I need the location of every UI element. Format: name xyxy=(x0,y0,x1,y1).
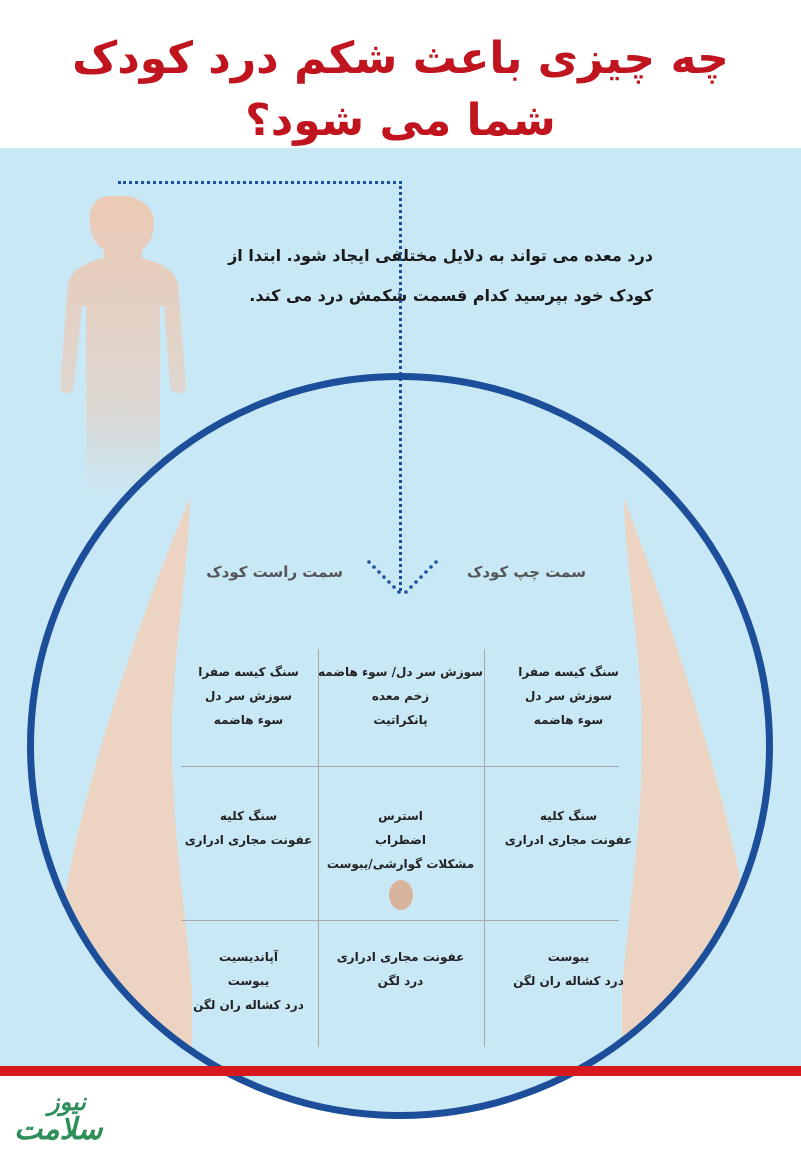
intro-line-2: کودک خود بپرسید کدام قسمت شکمش درد می کن… xyxy=(249,286,653,305)
logo-top-text: نیوز xyxy=(48,1088,86,1116)
cell-text: درد کشاله ران لگن xyxy=(513,974,624,988)
cell-text: زخم معده xyxy=(371,689,430,703)
cell-text: یبوست xyxy=(227,974,270,988)
cell-text: سوزش سر دل/ سوء هاضمه xyxy=(318,665,483,679)
cell-upper-right-of-child: سنگ کیسه صفرا سوزش سر دل سوء هاضمه xyxy=(166,660,331,732)
child-silhouette-icon xyxy=(59,196,186,496)
arrow-down-icon xyxy=(367,560,438,594)
cell-text: عفونت مجاری ادراری xyxy=(336,950,465,964)
cell-text: عفونت مجاری ادراری xyxy=(504,833,633,847)
cell-text: سوزش سر دل xyxy=(205,689,292,703)
cell-text: سنگ کلیه xyxy=(219,809,278,823)
cell-text: سوزش سر دل xyxy=(525,689,612,703)
cell-text: مشکلات گوارشی/یبوست xyxy=(326,857,475,871)
torso-shape xyxy=(34,498,766,1112)
label-right-of-child: سمت راست کودک xyxy=(206,563,343,581)
cell-lower-middle: عفونت مجاری ادراری درد لگن xyxy=(318,945,483,993)
cell-text: عفونت مجاری ادراری xyxy=(184,833,313,847)
grid-line-h2 xyxy=(181,920,619,921)
grid-line-v1 xyxy=(318,649,319,1047)
cell-upper-middle: سوزش سر دل/ سوء هاضمه زخم معده پانکراتیت xyxy=(318,660,483,732)
cell-mid-right-of-child: سنگ کلیه عفونت مجاری ادراری xyxy=(166,804,331,852)
cell-text: سنگ کلیه xyxy=(539,809,598,823)
cell-mid-left-of-child: سنگ کلیه عفونت مجاری ادراری xyxy=(486,804,651,852)
logo-main-text: سلامت xyxy=(14,1112,103,1147)
brand-logo: نیوز سلامت xyxy=(14,1088,164,1158)
grid-line-v2 xyxy=(484,649,485,1047)
title-line-2: شما می شود؟ xyxy=(245,95,556,146)
dotted-leader-horizontal xyxy=(118,181,402,184)
cell-text: آپاندیسیت xyxy=(219,950,278,964)
cell-text: سنگ کیسه صفرا xyxy=(518,665,619,679)
cell-text: یبوست xyxy=(547,950,590,964)
header: چه چیزی باعث شکم درد کودک شما می شود؟ xyxy=(0,0,801,148)
cell-text: استرس xyxy=(378,809,423,823)
cell-upper-left-of-child: سنگ کیسه صفرا سوزش سر دل سوء هاضمه xyxy=(486,660,651,732)
bottom-red-line xyxy=(0,1066,801,1076)
title-line-1: چه چیزی باعث شکم درد کودک xyxy=(72,33,729,84)
cell-text: سوء هاضمه xyxy=(213,713,284,727)
intro-line-1: درد معده می تواند به دلایل مختلفی ایجاد … xyxy=(228,246,653,265)
page-title: چه چیزی باعث شکم درد کودک شما می شود؟ xyxy=(0,28,801,152)
cell-lower-right-of-child: آپاندیسیت یبوست درد کشاله ران لگن xyxy=(166,945,331,1017)
grid-line-h1 xyxy=(181,766,619,767)
cell-text: سوء هاضمه xyxy=(533,713,604,727)
cell-text: سنگ کیسه صفرا xyxy=(198,665,299,679)
label-left-of-child: سمت چپ کودک xyxy=(466,563,586,581)
navel xyxy=(389,880,413,910)
cell-text: پانکراتیت xyxy=(373,713,428,727)
cell-text: درد کشاله ران لگن xyxy=(193,998,304,1012)
cell-text: اضطراب xyxy=(374,833,427,847)
dotted-leader-vertical xyxy=(399,181,402,591)
cell-text: درد لگن xyxy=(377,974,424,988)
intro-text: درد معده می تواند به دلایل مختلفی ایجاد … xyxy=(183,236,653,316)
cell-lower-left-of-child: یبوست درد کشاله ران لگن xyxy=(486,945,651,993)
cell-mid-middle: استرس اضطراب مشکلات گوارشی/یبوست xyxy=(318,804,483,876)
